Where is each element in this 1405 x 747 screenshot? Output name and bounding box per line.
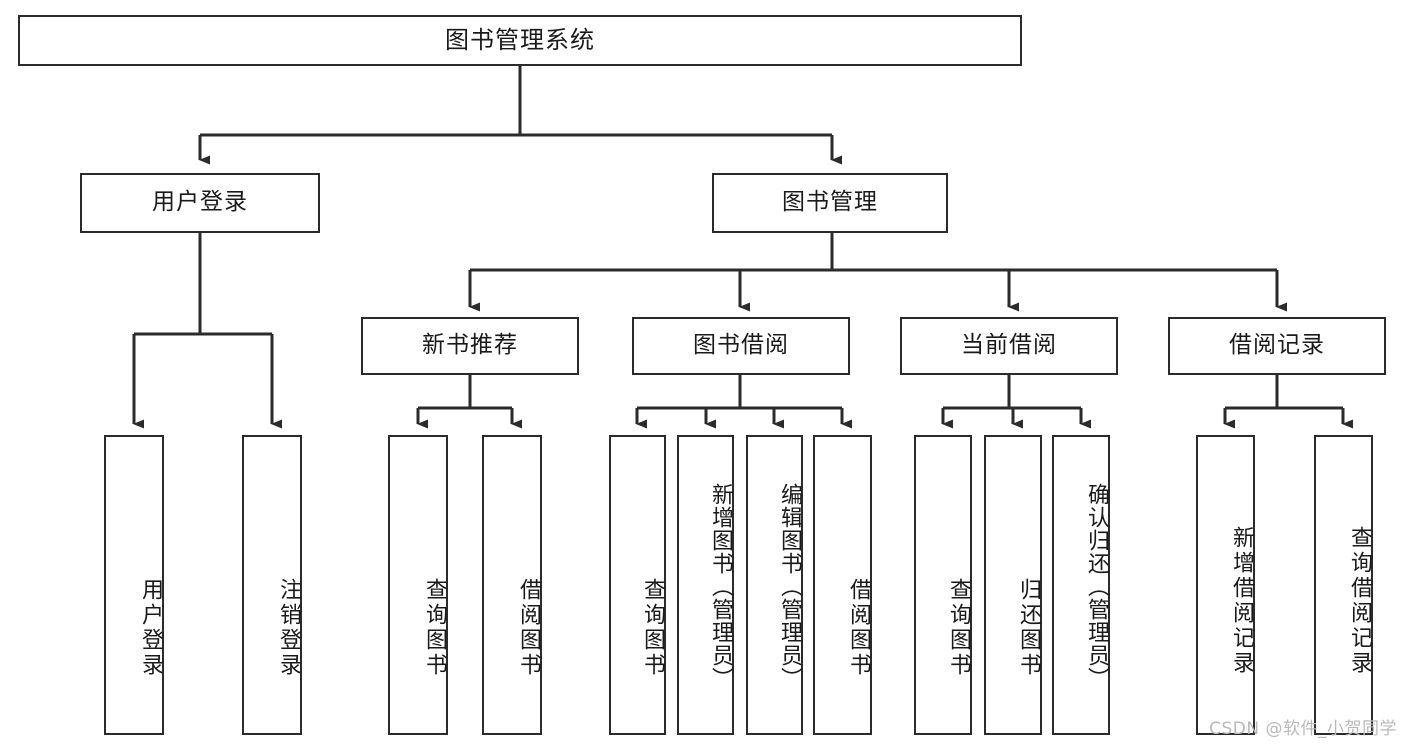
leaf-edit-book-admin[interactable]: 编辑图书（管理员） bbox=[746, 435, 803, 735]
node-root-book-management-system[interactable]: 图书管理系统 bbox=[18, 15, 1022, 66]
leaf-query-book-borrow[interactable]: 查询图书 bbox=[609, 435, 666, 735]
node-label: 编辑图书（管理员） bbox=[777, 482, 802, 690]
leaf-query-borrow-record[interactable]: 查询借阅记录 bbox=[1314, 435, 1373, 735]
node-label: 用户登录 bbox=[152, 189, 248, 216]
leaf-query-book-recommend[interactable]: 查询图书 bbox=[388, 435, 448, 735]
leaf-add-book-admin[interactable]: 新增图书（管理员） bbox=[677, 435, 734, 735]
node-label: 用户登录 bbox=[138, 578, 163, 678]
node-label: 图书借阅 bbox=[693, 332, 789, 359]
leaf-borrow-book-recommend[interactable]: 借阅图书 bbox=[482, 435, 542, 735]
leaf-add-borrow-record[interactable]: 新增借阅记录 bbox=[1196, 435, 1255, 735]
node-label: 图书管理 bbox=[782, 189, 878, 216]
node-borrow-record[interactable]: 借阅记录 bbox=[1168, 317, 1386, 375]
node-current-borrow[interactable]: 当前借阅 bbox=[900, 317, 1118, 375]
watermark-text: CSDN @软件_小贺同学 bbox=[1209, 719, 1397, 739]
node-label: 借阅图书 bbox=[516, 578, 541, 678]
node-label: 图书管理系统 bbox=[445, 26, 595, 55]
node-label: 新增图书（管理员） bbox=[708, 482, 733, 690]
node-label: 查询图书 bbox=[640, 578, 665, 678]
node-book-management[interactable]: 图书管理 bbox=[712, 173, 948, 233]
node-user-login[interactable]: 用户登录 bbox=[80, 173, 320, 233]
leaf-user-login[interactable]: 用户登录 bbox=[104, 435, 164, 735]
node-label: 查询图书 bbox=[422, 578, 447, 678]
node-label: 新增借阅记录 bbox=[1229, 526, 1254, 676]
leaf-confirm-return-admin[interactable]: 确认归还（管理员） bbox=[1052, 435, 1110, 735]
node-label: 查询图书 bbox=[946, 578, 971, 678]
node-new-book-recommend[interactable]: 新书推荐 bbox=[361, 317, 579, 375]
node-label: 归还图书 bbox=[1016, 578, 1041, 678]
node-label: 借阅图书 bbox=[846, 578, 871, 678]
node-label: 注销登录 bbox=[276, 578, 301, 678]
leaf-query-book-current[interactable]: 查询图书 bbox=[914, 435, 972, 735]
node-label: 新书推荐 bbox=[422, 332, 518, 359]
leaf-borrow-book-borrow[interactable]: 借阅图书 bbox=[813, 435, 872, 735]
node-label: 借阅记录 bbox=[1229, 332, 1325, 359]
leaf-return-book[interactable]: 归还图书 bbox=[984, 435, 1042, 735]
node-book-borrow[interactable]: 图书借阅 bbox=[632, 317, 850, 375]
leaf-logout-login[interactable]: 注销登录 bbox=[242, 435, 302, 735]
node-label: 查询借阅记录 bbox=[1347, 526, 1372, 676]
node-label: 确认归还（管理员） bbox=[1084, 482, 1109, 690]
node-label: 当前借阅 bbox=[961, 332, 1057, 359]
